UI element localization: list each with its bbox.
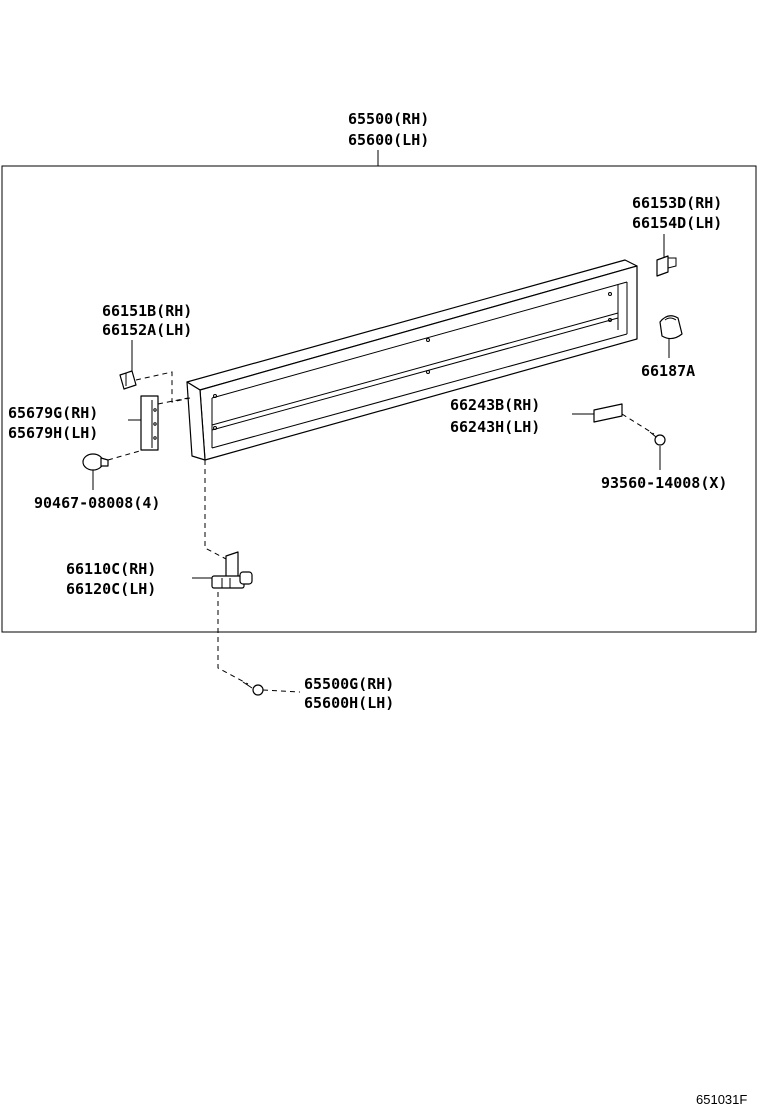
plate-66243b (572, 403, 655, 435)
label-66110c: 66110C(RH) (66, 560, 156, 578)
label-66243h: 66243H(LH) (450, 418, 540, 436)
label-66153d: 66153D(RH) (632, 194, 722, 212)
label-65679g: 65679G(RH) (8, 404, 98, 422)
label-66120c: 66120C(LH) (66, 580, 156, 598)
label-66151b: 66151B(RH) (102, 302, 192, 320)
clip-66153d (656, 234, 677, 277)
rivet-90467 (82, 449, 144, 490)
strip-65679g (128, 395, 189, 451)
bolt-65500g (242, 681, 301, 696)
label-main-rh: 65500(RH) (348, 110, 429, 128)
label-65679h: 65679H(LH) (8, 424, 98, 442)
label-66152a: 66152A(LH) (102, 321, 192, 339)
label-65500g: 65500G(RH) (304, 675, 394, 693)
label-90467: 90467-08008(4) (34, 494, 160, 512)
label-66243b: 66243B(RH) (450, 396, 540, 414)
assembly-frame (1, 165, 757, 633)
tailgate-panel (186, 259, 638, 461)
hinge-to-bolt-leader (217, 592, 249, 685)
label-66154d: 66154D(LH) (632, 214, 722, 232)
clip-66151b (119, 340, 191, 403)
reference-code: 651031F (696, 1092, 747, 1107)
panel-to-hinge-leader (204, 460, 229, 561)
clip-66187a (659, 315, 683, 358)
label-65600h: 65600H(LH) (304, 694, 394, 712)
label-main-lh: 65600(LH) (348, 131, 429, 149)
bolt-93560 (649, 431, 666, 470)
label-66187a: 66187A (641, 362, 695, 380)
hinge-66110c (192, 551, 253, 589)
label-93560: 93560-14008(X) (601, 474, 727, 492)
